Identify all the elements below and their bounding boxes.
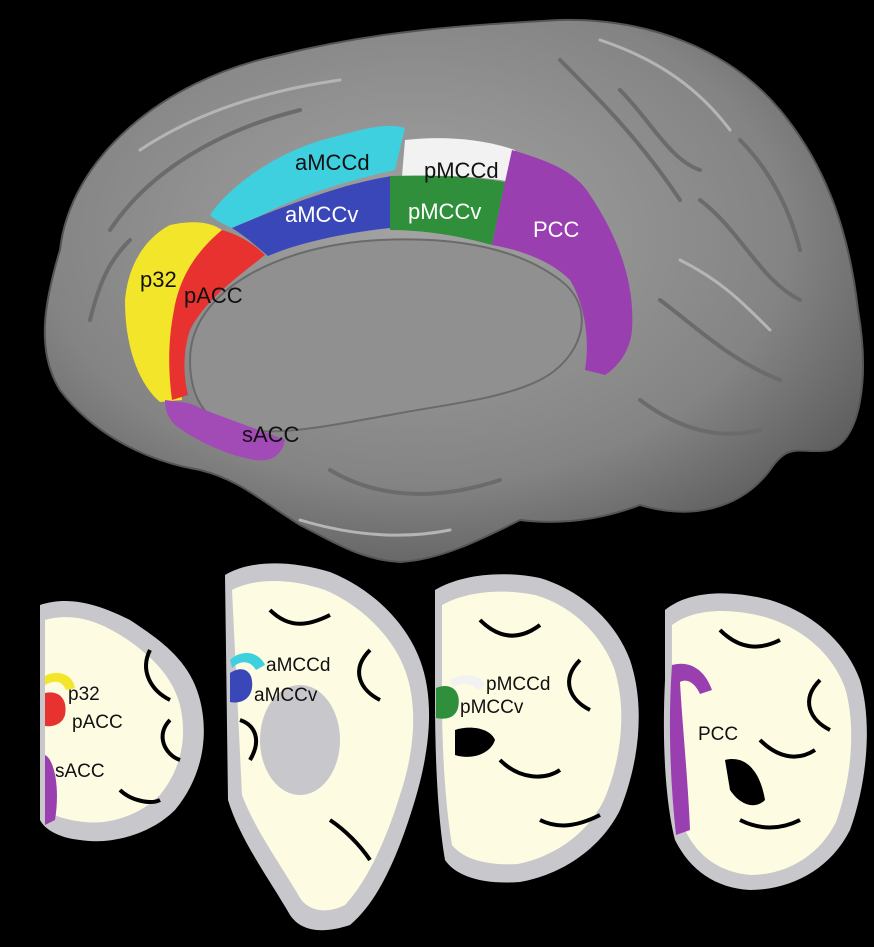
label-sACC: sACC bbox=[55, 761, 105, 782]
coronal-section-4: PCC bbox=[664, 593, 867, 890]
label-pACC: pACC bbox=[184, 283, 243, 308]
coronal-section-2: aMCCd aMCCv bbox=[225, 563, 429, 930]
label-pMCCv: pMCCv bbox=[460, 697, 524, 718]
medial-brain-view: aMCCd pMCCd aMCCv pMCCv PCC p32 pACC sAC… bbox=[45, 20, 863, 562]
coronal-section-1: p32 pACC sACC bbox=[40, 601, 204, 841]
label-pMCCd: pMCCd bbox=[486, 674, 550, 695]
label-aMCCv: aMCCv bbox=[254, 685, 318, 706]
label-pMCCd: pMCCd bbox=[424, 158, 499, 183]
label-pACC: pACC bbox=[72, 712, 123, 733]
label-PCC: PCC bbox=[698, 724, 738, 745]
label-p32: p32 bbox=[140, 267, 177, 292]
label-p32: p32 bbox=[68, 684, 100, 705]
coronal-section-3: pMCCd pMCCv bbox=[435, 574, 639, 882]
label-pMCCv: pMCCv bbox=[408, 199, 481, 224]
label-aMCCd: aMCCd bbox=[266, 655, 330, 676]
label-aMCCd: aMCCd bbox=[295, 150, 370, 175]
label-aMCCv: aMCCv bbox=[285, 202, 358, 227]
label-PCC: PCC bbox=[533, 217, 580, 242]
label-sACC: sACC bbox=[242, 422, 300, 447]
